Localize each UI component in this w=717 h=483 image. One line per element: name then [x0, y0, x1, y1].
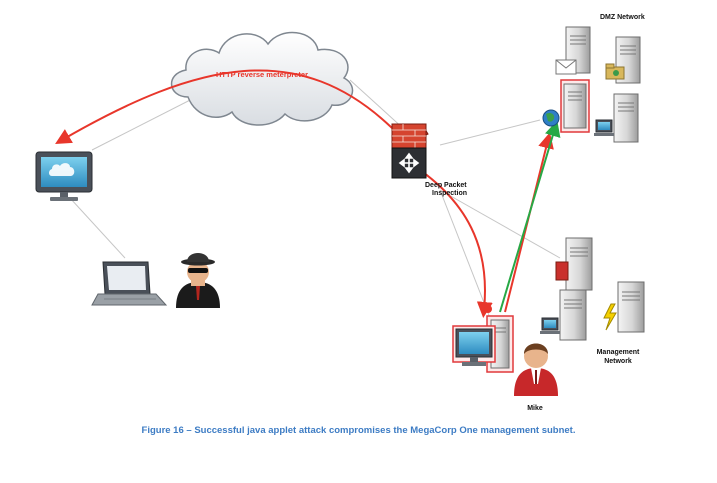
cloud-label: HTTP reverse meterpreter [216, 70, 308, 79]
firewall-label-line2: Inspection [432, 190, 467, 197]
figure-caption: Figure 16 – Successful java applet attac… [141, 425, 576, 436]
file-server-icon [605, 36, 641, 84]
web-server-icon [542, 79, 590, 133]
firewall-label-line1: Deep Packet [425, 182, 467, 189]
mike-user-icon [514, 343, 558, 396]
management-label-line2: Network [604, 358, 632, 365]
connector-lines [69, 79, 561, 319]
mike-label: Mike [527, 405, 543, 412]
response-arrow-to-webserver [499, 120, 561, 313]
attack-arrow-to-monitor [55, 69, 393, 145]
attacker-monitor-icon [35, 151, 93, 201]
dmz-server-icon [594, 93, 639, 143]
mail-server-icon [555, 26, 591, 75]
management-server-left-icon [540, 289, 587, 341]
management-server-right-icon [603, 281, 645, 333]
dmz-network-label: DMZ Network [600, 14, 645, 21]
hacker-icon [176, 253, 220, 308]
mike-workstation-icon [452, 315, 514, 373]
management-server-top-icon [555, 237, 593, 291]
attacker-laptop-icon [91, 261, 168, 306]
management-label-line1: Management [597, 349, 640, 356]
internet-cloud [170, 31, 354, 126]
firewall-icon [391, 123, 429, 179]
compromise-dot [484, 305, 492, 313]
